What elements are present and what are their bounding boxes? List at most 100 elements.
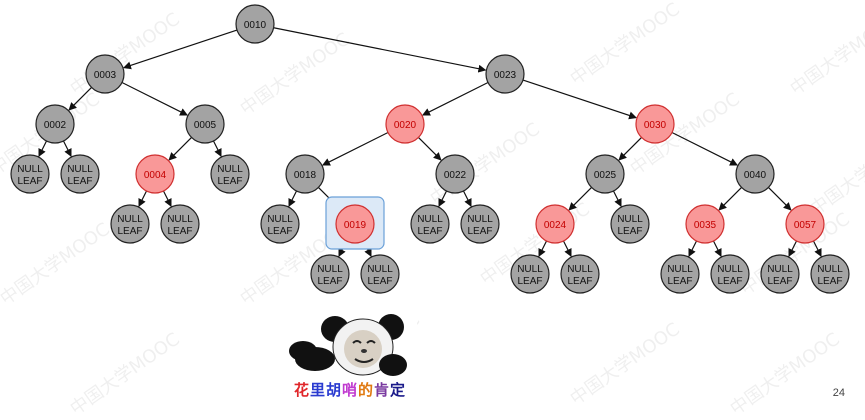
tree-edge <box>123 29 238 70</box>
tree-edge <box>788 240 798 258</box>
node-label: 0025 <box>594 170 617 181</box>
node-label: LEAF <box>417 226 442 237</box>
node-circle <box>485 54 525 94</box>
meme-caption-char: 的 <box>358 381 375 399</box>
black-node: 0025 <box>585 154 625 194</box>
node-circle <box>10 154 50 194</box>
node-label: 0003 <box>94 70 117 81</box>
node-label: NULL <box>417 214 443 225</box>
node-label: NULL <box>17 164 43 175</box>
red-node: 0020 <box>385 104 425 144</box>
tree-edge <box>418 137 442 161</box>
node-label: LEAF <box>717 276 742 287</box>
node-circle <box>285 154 325 194</box>
node-circle <box>760 254 800 294</box>
node-label: LEAF <box>517 276 542 287</box>
meme-caption-char: 哨 <box>341 381 358 399</box>
node-circle <box>210 154 250 194</box>
node-circle <box>460 204 500 244</box>
tree-edge <box>288 190 298 208</box>
tree-edge <box>68 87 92 111</box>
node-label: 0010 <box>244 20 267 31</box>
meme-caption-char: 里 <box>309 381 326 399</box>
node-label: LEAF <box>217 176 242 187</box>
node-circle <box>260 204 300 244</box>
meme-caption-char: 肯 <box>374 381 391 399</box>
black-node: 0010 <box>235 4 275 44</box>
tree-edge <box>688 240 698 258</box>
tree-edge <box>121 81 189 116</box>
red-node: 0019 <box>325 196 385 250</box>
node-label: 0022 <box>444 170 467 181</box>
tree-edge <box>438 190 448 208</box>
node-circle <box>610 204 650 244</box>
node-circle <box>410 204 450 244</box>
tree-edge <box>768 187 792 211</box>
node-label: LEAF <box>67 176 92 187</box>
meme-caption-char: 花 <box>293 381 310 399</box>
node-label: 0030 <box>644 120 667 131</box>
node-circle <box>160 204 200 244</box>
tree-edge <box>321 131 389 166</box>
red-node: 0035 <box>685 204 725 244</box>
node-label: 0018 <box>294 170 317 181</box>
node-circle <box>85 54 125 94</box>
red-node: 0024 <box>535 204 575 244</box>
black-node: 0002 <box>35 104 75 144</box>
node-label: 0019 <box>344 220 367 231</box>
node-label: 0040 <box>744 170 767 181</box>
node-label: NULL <box>67 164 93 175</box>
node-label: NULL <box>367 264 393 275</box>
meme-caption-char: 胡 <box>325 381 342 399</box>
tree-edge <box>62 140 72 158</box>
node-circle <box>360 254 400 294</box>
tree-edge <box>168 137 192 161</box>
node-circle <box>310 254 350 294</box>
node-label: NULL <box>467 214 493 225</box>
tree-edge <box>568 187 592 211</box>
node-label: LEAF <box>317 276 342 287</box>
node-label: NULL <box>267 214 293 225</box>
tree-edge <box>612 190 622 208</box>
tree-edge <box>421 81 489 116</box>
node-label: NULL <box>217 164 243 175</box>
black-node: 0023 <box>485 54 525 94</box>
tree-edge <box>462 190 472 208</box>
node-label: 0035 <box>694 220 717 231</box>
node-label: 0057 <box>794 220 817 231</box>
panda-face-icon <box>289 314 407 376</box>
node-label: NULL <box>617 214 643 225</box>
node-label: 0004 <box>144 170 167 181</box>
node-circle <box>660 254 700 294</box>
node-circle <box>385 104 425 144</box>
node-label: LEAF <box>767 276 792 287</box>
tree-edge <box>538 240 548 258</box>
node-label: LEAF <box>367 276 392 287</box>
black-node: 0018 <box>285 154 325 194</box>
node-circle <box>510 254 550 294</box>
node-circle <box>635 104 675 144</box>
node-label: NULL <box>567 264 593 275</box>
tree-edge <box>273 27 487 73</box>
node-circle <box>535 204 575 244</box>
tree-edge <box>712 240 722 258</box>
node-circle <box>785 204 825 244</box>
node-label: NULL <box>117 214 143 225</box>
red-node: 0057 <box>785 204 825 244</box>
